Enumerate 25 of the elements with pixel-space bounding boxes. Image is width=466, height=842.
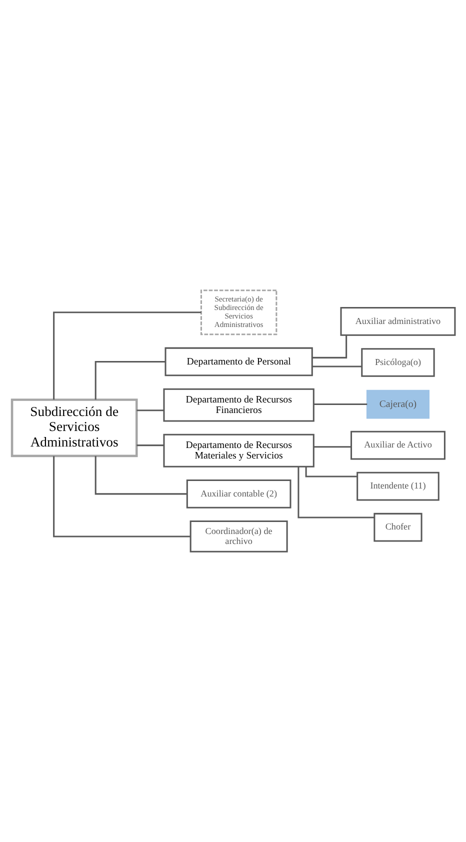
- node-box: Departamento de Recursos Materiales y Servicios: [162, 434, 314, 468]
- connector: [52, 312, 201, 400]
- connector: [312, 366, 362, 368]
- node-box: Auxiliar contable (2): [186, 480, 291, 508]
- node-box: Coordinador(a) de archivo: [189, 520, 288, 552]
- node-box: Subdirección de Servicios Administrativos: [10, 398, 138, 458]
- connector: [94, 456, 187, 495]
- connector: [313, 446, 351, 448]
- connector: [312, 335, 347, 358]
- connector: [313, 404, 367, 406]
- node-box: Cajera(o): [366, 390, 429, 419]
- connector: [136, 410, 164, 412]
- node-box: Chofer: [373, 512, 422, 542]
- node-box: Secretaria(o) de Subdirección de Servicios Administrativos: [200, 290, 277, 336]
- node-box: Psicóloga(o): [360, 348, 434, 377]
- connector: [304, 466, 357, 478]
- node-box: Departamento de Personal: [164, 347, 312, 376]
- connector: [136, 444, 164, 446]
- node-box: Departamento de Recursos Financieros: [162, 388, 314, 422]
- connector: [297, 466, 374, 518]
- connector: [94, 360, 165, 400]
- node-box: Auxiliar de Activo: [350, 430, 445, 460]
- node-box: Auxiliar administrativo: [340, 307, 456, 336]
- connector: [52, 456, 190, 538]
- node-box: Intendente (11): [356, 472, 439, 501]
